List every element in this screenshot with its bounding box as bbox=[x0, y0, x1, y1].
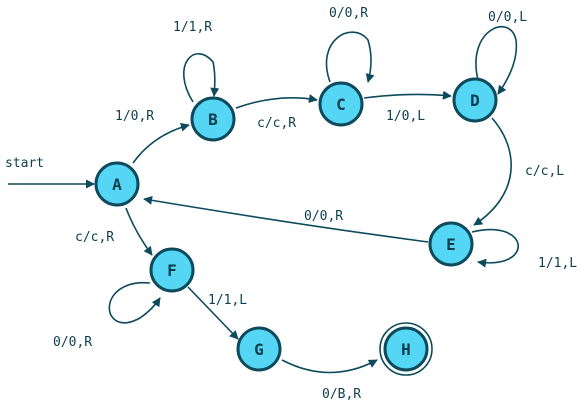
edge-e-loop bbox=[471, 228, 519, 268]
edge-label-f-g: 1/1,L bbox=[208, 293, 247, 308]
state-b: B bbox=[190, 96, 236, 142]
edge-d-loop bbox=[475, 26, 518, 95]
edge-label-g-h: 0/B,R bbox=[322, 387, 361, 402]
edge-label-f-loop: 0/0,R bbox=[53, 335, 92, 350]
edge-label-d-e: c/c,L bbox=[525, 164, 564, 179]
start-label: start bbox=[5, 156, 44, 171]
state-c: C bbox=[318, 81, 364, 127]
edge-label-c-d: 1/0,L bbox=[386, 109, 425, 124]
edge-label-c-loop: 0/0,R bbox=[329, 6, 368, 21]
edge-label-e-a: 0/0,R bbox=[304, 209, 343, 224]
state-h: H bbox=[379, 322, 433, 376]
edge-b-c bbox=[235, 94, 318, 109]
edge-f-loop bbox=[108, 282, 161, 324]
state-g-label: G bbox=[254, 340, 264, 359]
state-e: E bbox=[428, 221, 474, 267]
state-b-label: B bbox=[208, 110, 218, 129]
state-a: A bbox=[94, 161, 140, 207]
edge-label-d-loop: 0/0,L bbox=[488, 10, 527, 25]
edge-e-a bbox=[143, 195, 429, 243]
edge-a-f bbox=[125, 207, 153, 256]
state-f-label: F bbox=[167, 261, 177, 280]
state-d-label: D bbox=[470, 91, 480, 110]
edge-label-b-loop: 1/1,R bbox=[173, 20, 212, 35]
state-a-label: A bbox=[112, 175, 122, 194]
state-e-label: E bbox=[446, 235, 456, 254]
edge-f-g bbox=[187, 286, 239, 340]
state-d: D bbox=[452, 77, 498, 123]
edge-label-e-loop: 1/1,L bbox=[538, 256, 577, 271]
state-h-label: H bbox=[401, 340, 411, 359]
edge-label-a-f: c/c,R bbox=[75, 230, 114, 245]
edge-label-a-b: 1/0,R bbox=[115, 109, 154, 124]
state-g: G bbox=[236, 326, 282, 372]
edge-c-loop bbox=[325, 31, 375, 83]
state-c-label: C bbox=[336, 95, 346, 114]
state-f: F bbox=[149, 247, 195, 293]
edge-g-h bbox=[281, 359, 378, 374]
edge-a-b bbox=[132, 122, 190, 164]
edge-b-loop bbox=[182, 52, 220, 103]
edge-d-e bbox=[473, 117, 512, 226]
edge-label-b-c: c/c,R bbox=[257, 116, 296, 131]
edge-c-d bbox=[363, 90, 452, 100]
